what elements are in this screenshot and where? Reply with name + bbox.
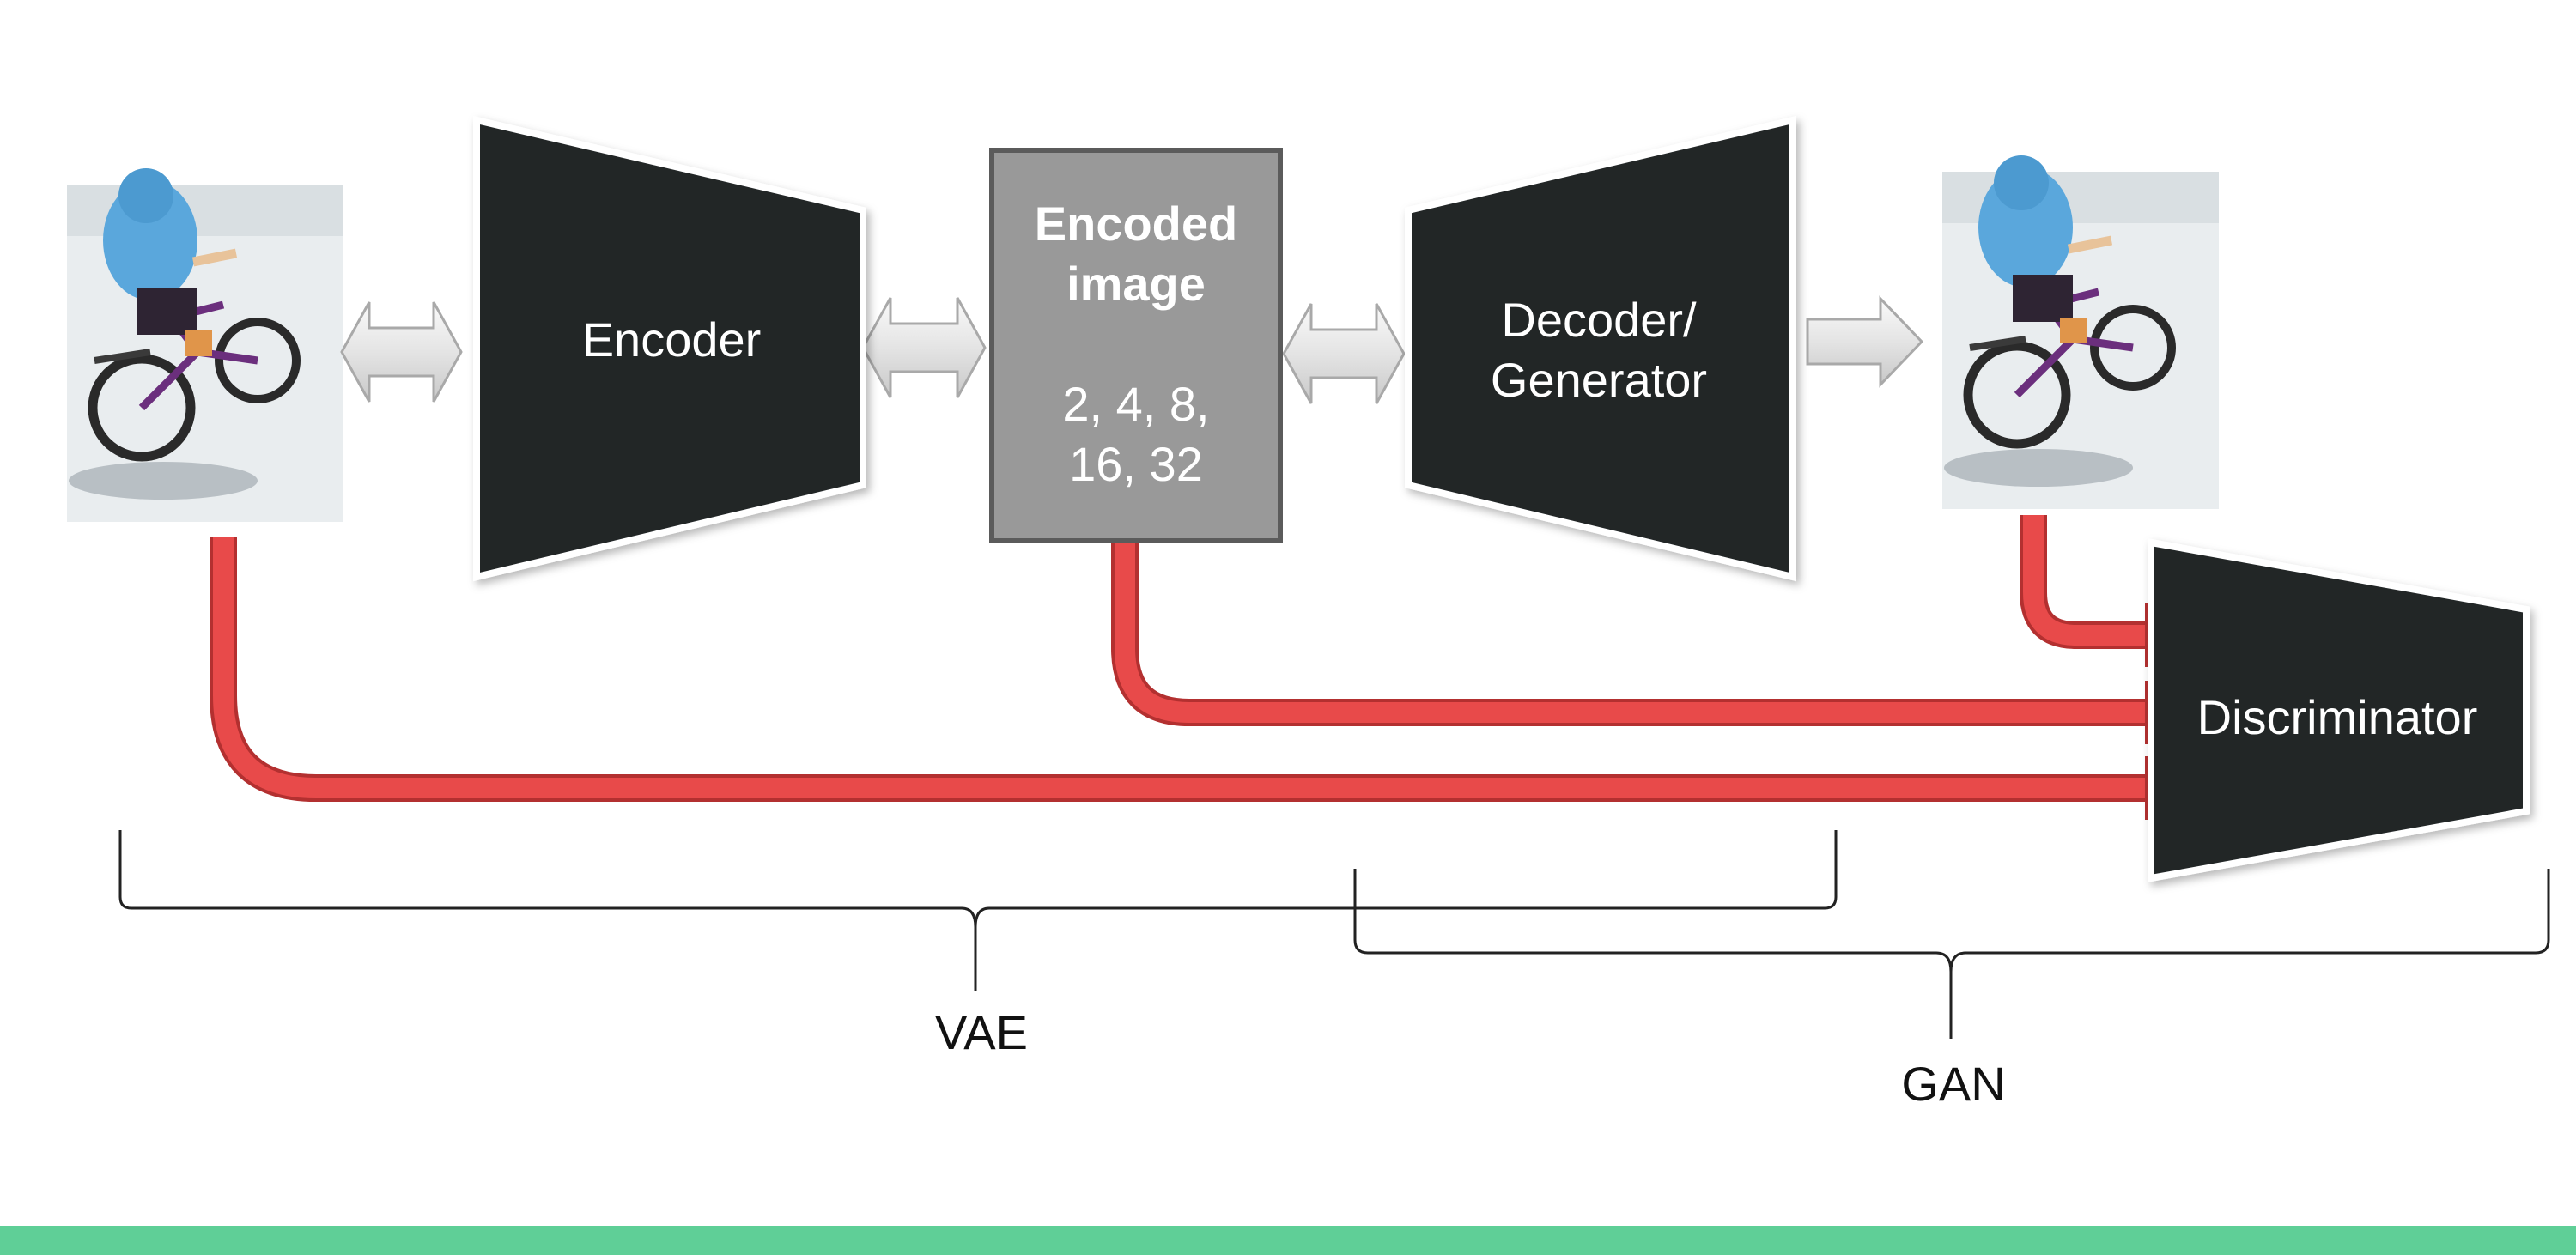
encoded-values-line1: 2, 4, 8,	[1062, 377, 1209, 431]
input-encoder-double-arrow	[340, 301, 463, 403]
discriminator-block: Discriminator	[2148, 538, 2530, 882]
encoded-values-line2: 16, 32	[1069, 437, 1203, 491]
vae-label: VAE	[935, 1005, 1028, 1059]
encoded-to-discriminator-arrow	[1111, 543, 2148, 726]
encoder-encoded-double-arrow	[861, 297, 987, 398]
discriminator-label: Discriminator	[2197, 690, 2478, 744]
vae-brace: VAE	[118, 830, 1838, 1059]
gan-brace: GAN	[1353, 869, 2550, 1111]
decoder-output-arrow	[1806, 295, 1924, 388]
input-bicycle-photo	[67, 168, 343, 522]
encoder-block: Encoder	[473, 115, 866, 582]
decoder-label-line1: Decoder/	[1501, 293, 1697, 347]
input-to-discriminator-arrow	[210, 537, 2148, 802]
gan-label: GAN	[1901, 1057, 2005, 1111]
footer-accent-bar	[0, 1226, 2576, 1255]
output-bicycle-photo	[1942, 155, 2219, 509]
encoded-title-line1: Encoded	[1035, 197, 1237, 251]
encoded-image-block: Encoded image 2, 4, 8, 16, 32	[989, 148, 1283, 543]
encoded-title-line2: image	[1066, 257, 1206, 311]
encoded-decoder-double-arrow	[1282, 303, 1406, 404]
decoder-generator-block: Decoder/ Generator	[1405, 115, 1796, 582]
decoder-label-line2: Generator	[1491, 353, 1707, 407]
encoder-label: Encoder	[582, 312, 762, 367]
